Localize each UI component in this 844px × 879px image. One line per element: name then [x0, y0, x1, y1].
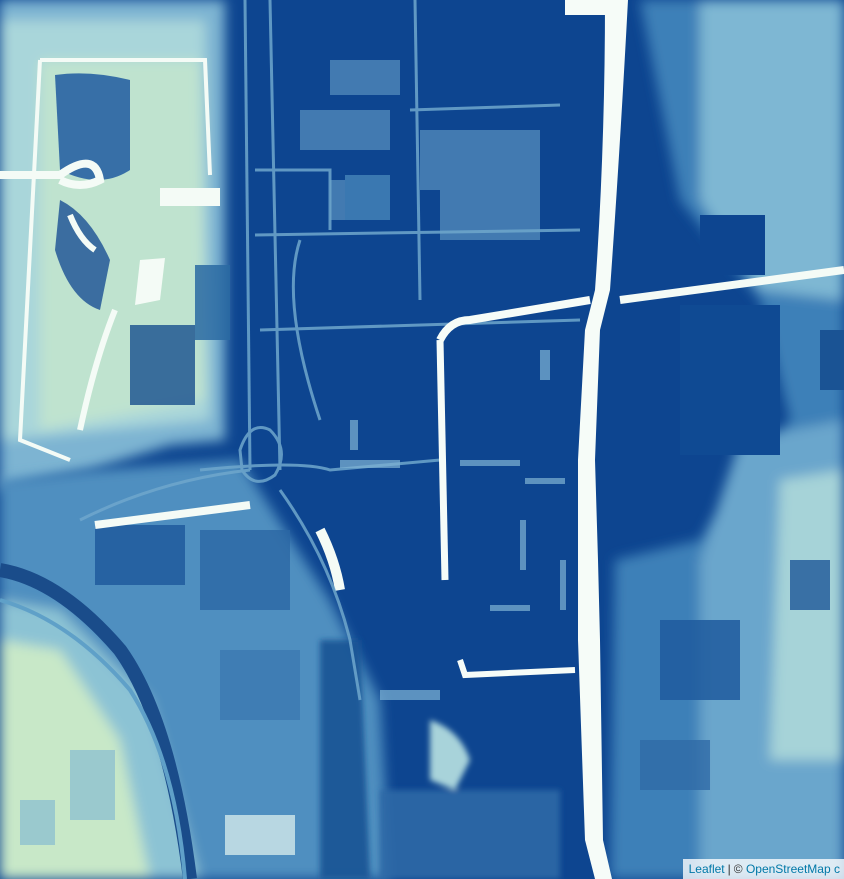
- east-blocks: [640, 215, 844, 790]
- central-streets: [79, 0, 581, 701]
- copyright-symbol: ©: [733, 862, 743, 876]
- east-road-highlight: [619, 266, 844, 304]
- rail-line: [0, 598, 187, 879]
- east-residential-zone: [610, 0, 844, 879]
- west-park-paths: [0, 58, 220, 462]
- south-patches: [320, 640, 560, 879]
- southwest-blocks: [20, 525, 300, 855]
- west-park-ponds: [55, 73, 230, 405]
- leaflet-link[interactable]: Leaflet: [688, 862, 725, 876]
- road-northwest-curve: [436, 296, 591, 342]
- map-attribution: Leaflet|© OpenStreetMap c: [682, 859, 844, 879]
- road-south-horizontal: [457, 659, 576, 679]
- openstreetmap-link[interactable]: OpenStreetMap c: [745, 862, 840, 876]
- main-road-vertical: [578, 0, 628, 879]
- southwest-road-highlight: [94, 501, 251, 529]
- top-road-end: [565, 0, 605, 15]
- attribution-separator: |: [727, 862, 731, 876]
- rail-corridor: [0, 563, 197, 879]
- road-west-vertical: [436, 339, 449, 581]
- central-white-patch: [315, 527, 345, 591]
- urban-speckle: [340, 350, 566, 700]
- central-plaza: [345, 175, 390, 220]
- west-park-zone: [0, 0, 225, 490]
